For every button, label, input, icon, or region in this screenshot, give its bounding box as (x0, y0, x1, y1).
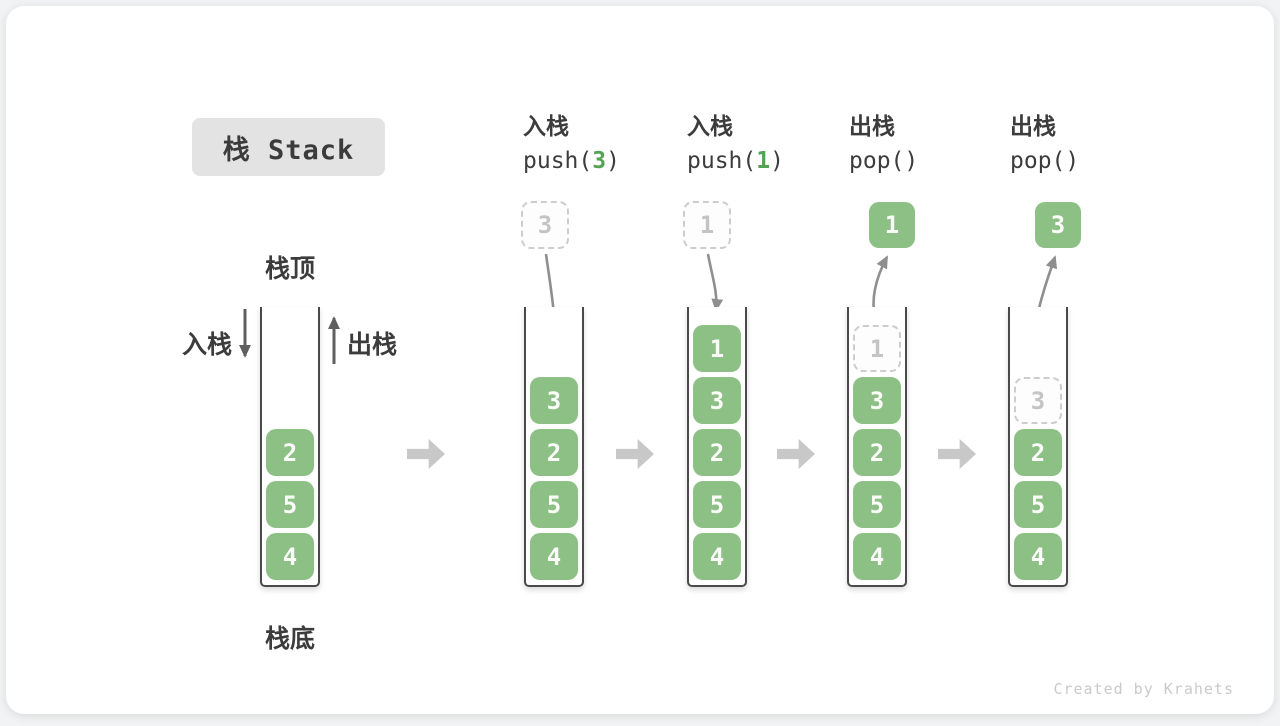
next-state-arrow-icon (777, 439, 815, 469)
diagram-card: 栈 Stack 栈顶 栈底 入栈 出栈 入栈 push(3) 入栈 push(1… (6, 6, 1274, 714)
next-state-arrow-icon (938, 439, 976, 469)
floating-popped-value: 1 (869, 202, 915, 248)
stack-cell: 4 (530, 533, 578, 580)
step-op-name: 出栈 (1010, 113, 1056, 139)
stack-cell: 4 (853, 533, 901, 580)
step-header-push3: 入栈 push(3) (523, 113, 620, 174)
floating-ghost-value: 1 (683, 201, 731, 249)
stack-cell: 2 (693, 429, 741, 476)
stack-cell: 3 (853, 377, 901, 424)
push1-arrow (706, 253, 724, 312)
step-op-code: push(3) (523, 148, 620, 174)
stack-cell: 5 (853, 481, 901, 528)
stack-cell: 2 (266, 429, 314, 476)
stack-cell: 5 (266, 481, 314, 528)
stack-cell: 4 (266, 533, 314, 580)
step-op-name: 入栈 (687, 113, 733, 139)
step-op-name: 出栈 (849, 113, 895, 139)
stack-cell: 5 (693, 481, 741, 528)
next-state-arrow-icon (407, 439, 445, 469)
stack-cell: 4 (693, 533, 741, 580)
step-header-pop-1: 出栈 pop() (849, 113, 918, 174)
step-op-code: pop() (849, 148, 919, 174)
push-side-label: 入栈 (182, 331, 233, 359)
pop-side-label: 出栈 (347, 331, 398, 359)
stack-top-label: 栈顶 (264, 255, 315, 283)
arrow-layer (238, 253, 1058, 369)
floating-popped-value: 3 (1035, 202, 1081, 248)
stack-cell: 1 (693, 325, 741, 372)
step-op-code: pop() (1010, 148, 1080, 174)
stack-cell: 3 (693, 377, 741, 424)
stack-cell: 5 (530, 481, 578, 528)
stack-cell-ghost: 1 (853, 325, 901, 372)
diagram-title-label: 栈 Stack (222, 134, 355, 166)
code-argument: 3 (592, 148, 607, 174)
stack-cell: 4 (1014, 533, 1062, 580)
stack-cell-ghost: 3 (1014, 377, 1062, 424)
step-header-pop-2: 出栈 pop() (1010, 113, 1079, 174)
code-argument: 1 (756, 148, 771, 174)
stack-cell: 2 (853, 429, 901, 476)
step-op-code: push(1) (687, 148, 784, 174)
stack-cell: 2 (530, 429, 578, 476)
diagram-title: 栈 Stack (192, 118, 385, 176)
next-state-arrow-icon (616, 439, 654, 469)
stack-cell: 3 (530, 377, 578, 424)
watermark-credit: Created by Krahets (1053, 680, 1234, 698)
step-header-push1: 入栈 push(1) (687, 113, 784, 174)
stack-bottom-label: 栈底 (264, 625, 315, 653)
floating-ghost-value: 3 (521, 201, 569, 249)
step-op-name: 入栈 (523, 113, 569, 139)
stack-cell: 5 (1014, 481, 1062, 528)
stack-cell: 2 (1014, 429, 1062, 476)
